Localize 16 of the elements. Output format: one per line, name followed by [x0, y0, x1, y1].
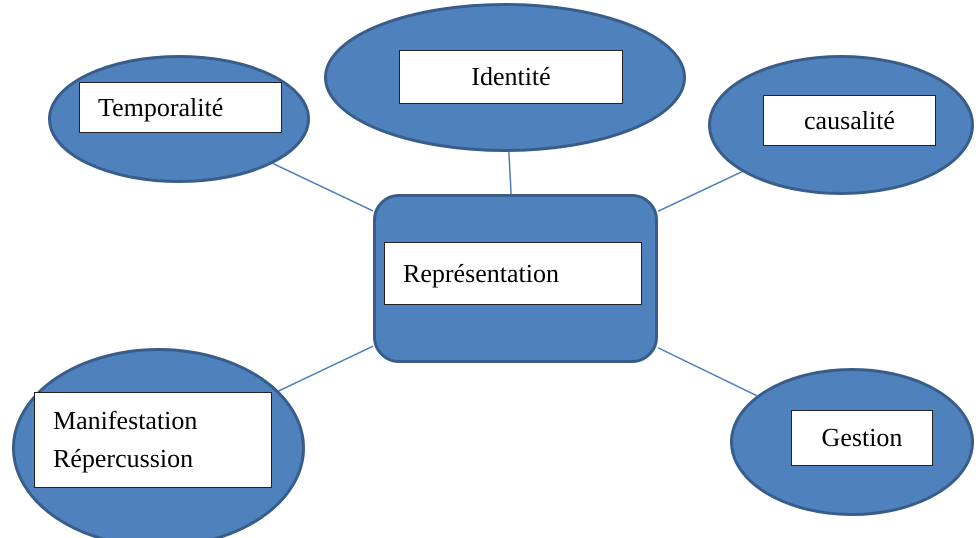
ellipse-node: [324, 3, 686, 152]
ellipse-node: [48, 55, 310, 183]
connector-line: [278, 345, 374, 392]
connector-line: [272, 162, 374, 212]
label-box: Manifestation Répercussion: [34, 392, 272, 488]
ellipse-node: [708, 55, 974, 195]
rounded-rectangle: [373, 194, 658, 363]
label-box: Temporalité: [79, 82, 282, 133]
label-box: Identité: [399, 50, 623, 104]
ellipse-node: [730, 368, 974, 516]
label-box: Représentation: [384, 242, 642, 305]
connector-line: [508, 152, 512, 194]
label-box: Gestion: [791, 410, 933, 466]
connector-line: [658, 347, 758, 396]
label-box: causalité: [763, 95, 936, 146]
connector-line: [658, 171, 742, 212]
